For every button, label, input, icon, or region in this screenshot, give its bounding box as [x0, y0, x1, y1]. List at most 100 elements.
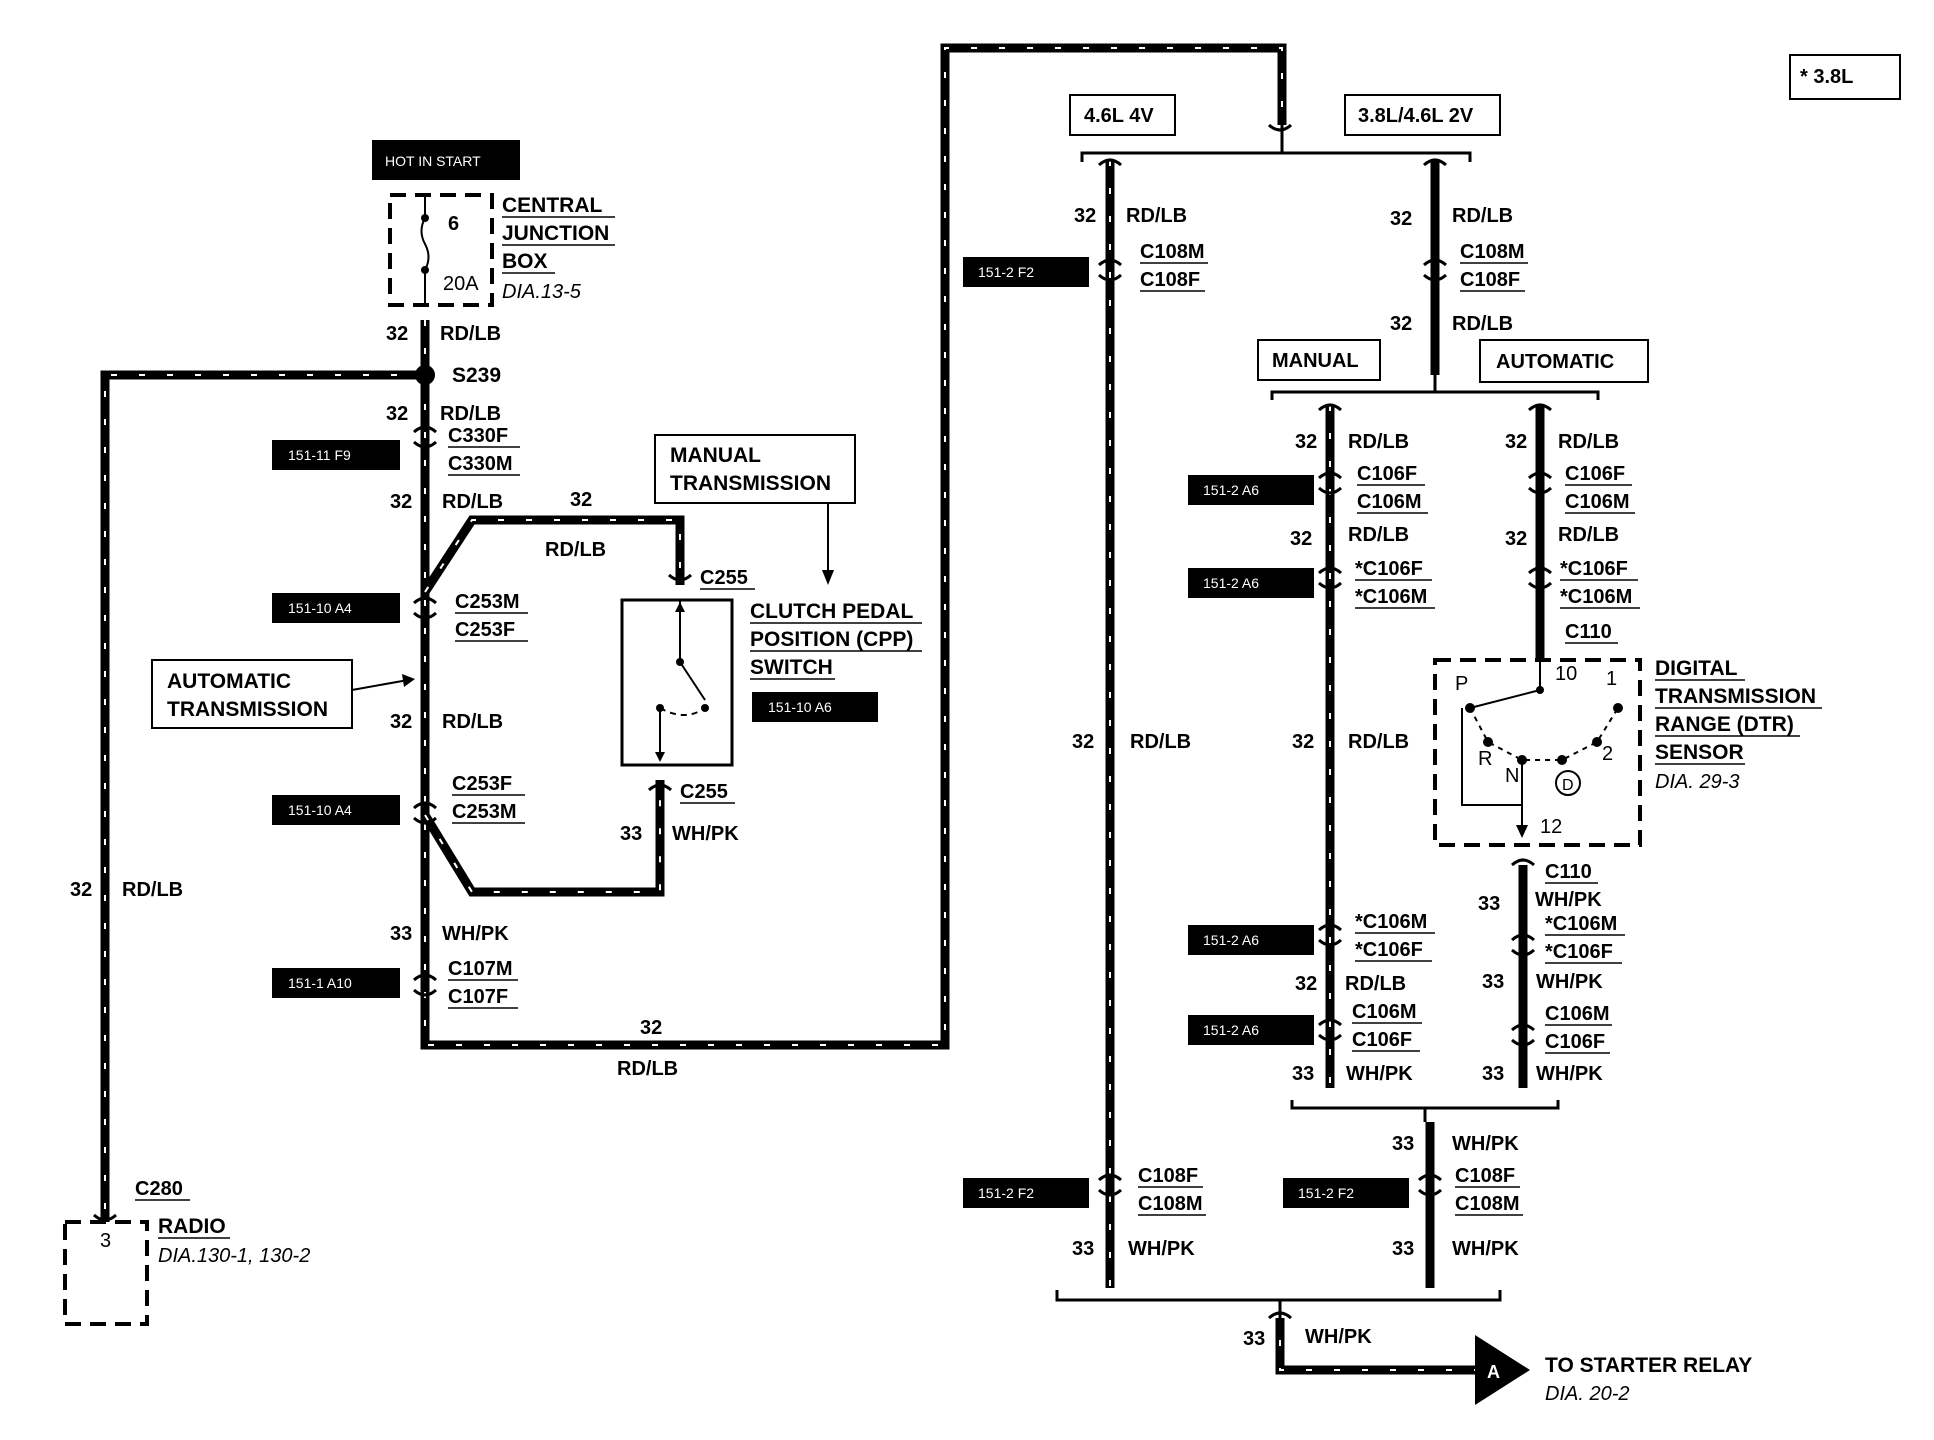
splice-label: S239 [452, 364, 501, 387]
dtr-ref: DIA. 29-3 [1655, 771, 1739, 793]
wire-number: 32 [390, 491, 412, 513]
wire-color: WH/PK [1536, 971, 1603, 993]
connector-label: *C106F [1355, 558, 1423, 580]
connector-label: C108M [1460, 241, 1524, 263]
wire-color: RD/LB [1558, 431, 1619, 453]
wire-radio-branch [100, 370, 425, 1222]
connector-label: C106M [1565, 491, 1629, 513]
radio-pin: 3 [100, 1230, 111, 1252]
tag-label: 151-2 A6 [1203, 482, 1259, 498]
wire-color: WH/PK [1452, 1133, 1519, 1155]
wire-color: RD/LB [545, 539, 606, 561]
wire-number: 32 [386, 403, 408, 425]
hot-in-start-label: HOT IN START [385, 153, 481, 169]
wire-number: 32 [1072, 731, 1094, 753]
wire-color: WH/PK [1346, 1063, 1413, 1085]
connector-label: C106F [1565, 463, 1625, 485]
wire-left-main [420, 43, 1287, 1050]
wire-number: 33 [1392, 1238, 1414, 1260]
dtr-pos-n: N [1505, 765, 1519, 787]
starter-connector-letter: A [1487, 1362, 1500, 1382]
wire-color: RD/LB [1348, 431, 1409, 453]
left-labels: 32 RD/LB S239 32 RD/LB C330F C330M 32 RD… [70, 323, 748, 1080]
connector-label: C107F [448, 986, 508, 1008]
dtr-pos-1: 1 [1606, 668, 1617, 690]
connector-label: C108M [1455, 1193, 1519, 1215]
connector-label: C108F [1460, 269, 1520, 291]
tag-label: 151-2 F2 [1298, 1185, 1354, 1201]
connector-label: C110 [1545, 861, 1592, 883]
cjb-name-1: CENTRAL [502, 194, 602, 217]
wire-color: RD/LB [1345, 973, 1406, 995]
starter-label: TO STARTER RELAY [1545, 1354, 1752, 1377]
tag-label: 151-2 F2 [978, 264, 1034, 280]
wire-color: WH/PK [1536, 1063, 1603, 1085]
dtr-line3: RANGE (DTR) [1655, 713, 1794, 736]
tag-label: 151-2 F2 [978, 1185, 1034, 1201]
connector-label: C106M [1357, 491, 1421, 513]
connector-label: C330M [448, 453, 512, 475]
dtr-line2: TRANSMISSION [1655, 685, 1816, 708]
dtr-pos-p: P [1455, 673, 1468, 695]
connector-label: C255 [680, 781, 728, 803]
engine-2v-label: 3.8L/4.6L 2V [1358, 105, 1474, 127]
wire-color: RD/LB [440, 403, 501, 425]
wire-number: 32 [390, 711, 412, 733]
connector-label: C108M [1138, 1193, 1202, 1215]
radio-connector: C280 [135, 1178, 183, 1200]
wire-color: RD/LB [1452, 205, 1513, 227]
wire-manual-bypass [421, 515, 685, 595]
connector-label: C255 [700, 567, 748, 589]
splice-dot [415, 365, 435, 385]
connector-label: *C106F [1355, 939, 1423, 961]
trans-box-automatic [1479, 339, 1649, 383]
tag-label: 151-10 A4 [288, 802, 352, 818]
tag-label: 151-2 A6 [1203, 1022, 1259, 1038]
connector-label: *C106M [1355, 586, 1427, 608]
manual-branch-labels: 32 RD/LB C106F C106M 32 RD/LB *C106F *C1… [1290, 431, 1427, 1085]
wire-number: 32 [570, 489, 592, 511]
manual-transmission-box [654, 434, 856, 504]
wire-color: WH/PK [672, 823, 739, 845]
radio-name: RADIO [158, 1215, 226, 1238]
tag-label: 151-1 A10 [288, 975, 352, 991]
dtr-pin-bottom: 12 [1540, 816, 1562, 838]
cpp-line3: SWITCH [750, 656, 833, 679]
engine-box-4v [1069, 94, 1176, 136]
connector-label: *C106M [1355, 911, 1427, 933]
connector-label: C330F [448, 425, 508, 447]
radio-box [63, 1220, 149, 1326]
hot-in-start-tag [372, 140, 520, 180]
connector-label: *C106F [1545, 941, 1613, 963]
dtr-sensor-box [1433, 658, 1642, 847]
wire-number: 32 [1292, 731, 1314, 753]
wire-number: 32 [1295, 973, 1317, 995]
wire-color: RD/LB [442, 711, 503, 733]
cpp-line1: CLUTCH PEDAL [750, 600, 913, 623]
wire-number: 32 [1505, 528, 1527, 550]
wire-number: 32 [1390, 208, 1412, 230]
fuse-number: 6 [448, 213, 459, 235]
connector-label: C106M [1545, 1003, 1609, 1025]
left-tags: 151-11 F9 151-10 A4 151-10 A4 151-1 A10 … [272, 440, 878, 998]
arrow-head-icon [402, 674, 415, 687]
auto-branch-labels: 32 RD/LB C106F C106M 32 RD/LB *C106F *C1… [1478, 431, 1632, 1085]
wire-number: 32 [1390, 313, 1412, 335]
wire-color: RD/LB [617, 1058, 678, 1080]
wire-color: RD/LB [1558, 524, 1619, 546]
engine-box-2v [1344, 94, 1501, 136]
wire-number: 32 [70, 879, 92, 901]
engine-note-box [1789, 54, 1901, 100]
trans-box-manual [1257, 339, 1381, 381]
wire-color: WH/PK [1535, 889, 1602, 911]
wire-color: RD/LB [1130, 731, 1191, 753]
fuse-rating: 20A [443, 273, 479, 295]
wire-color: RD/LB [440, 323, 501, 345]
connector-label: C253F [455, 619, 515, 641]
starter-connector-arrow-icon [1475, 1335, 1530, 1405]
connector-label: C108M [1140, 241, 1204, 263]
connector-label: C108F [1138, 1165, 1198, 1187]
tag-label: 151-11 F9 [288, 447, 351, 463]
cpp-line2: POSITION (CPP) [750, 628, 913, 651]
cjb-name-2: JUNCTION [502, 222, 609, 245]
